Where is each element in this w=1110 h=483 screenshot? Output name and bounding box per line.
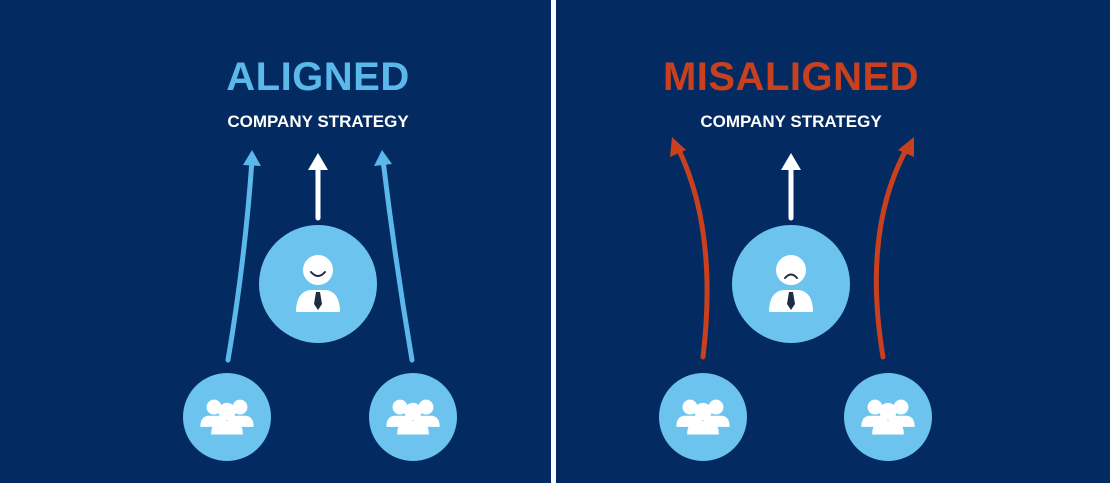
misaligned-team-left [659,373,747,461]
misaligned-panel [556,0,1110,483]
aligned-subtitle: COMPANY STRATEGY [227,112,409,131]
aligned-center-arrow [308,153,328,221]
misaligned-right-arrow [873,137,914,360]
aligned-panel [0,0,551,483]
aligned-leader-circle [259,225,377,343]
misaligned-leader-circle [732,225,850,343]
panel-divider [551,0,556,483]
aligned-right-arrow [374,150,415,363]
misaligned-team-right [844,373,932,461]
misaligned-subtitle: COMPANY STRATEGY [700,112,882,131]
aligned-team-right [369,373,457,461]
misaligned-left-arrow [670,137,710,360]
aligned-left-arrow [225,150,261,363]
aligned-title: ALIGNED [226,55,410,99]
frowning-manager-icon [769,255,813,312]
aligned-team-left [183,373,271,461]
smiling-manager-icon [296,255,340,312]
misaligned-center-arrow [781,153,801,221]
misaligned-title: MISALIGNED [663,55,919,99]
